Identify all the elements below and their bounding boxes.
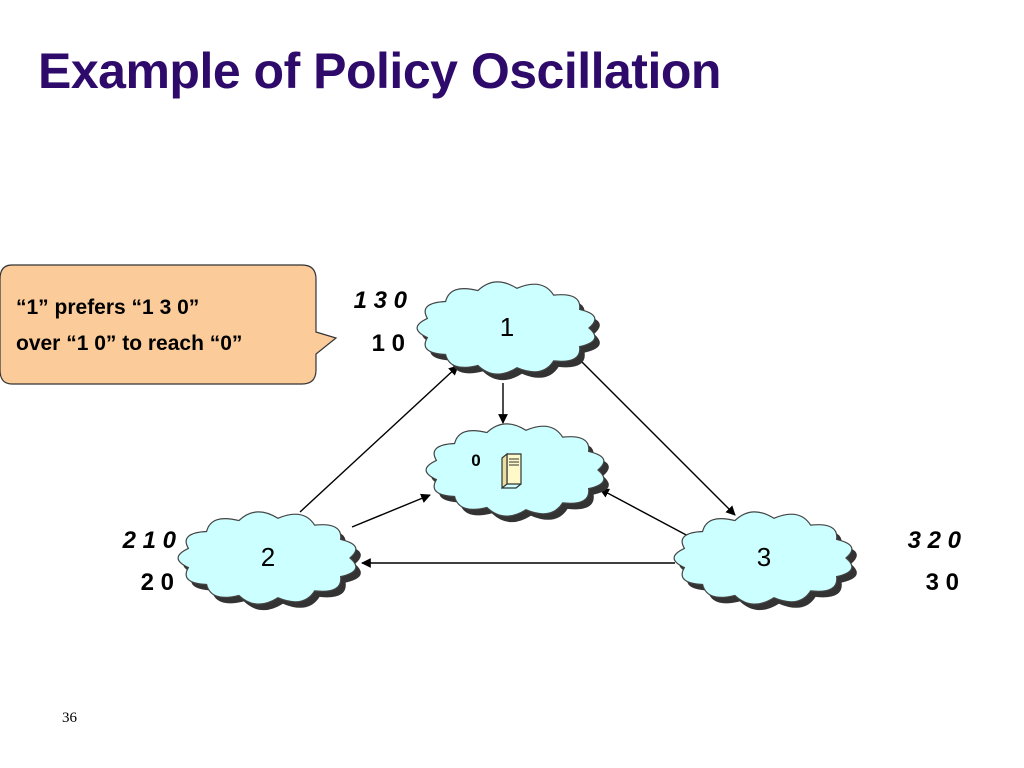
link-1-to-3 [579,359,736,516]
node-1-label: 1 [500,312,514,342]
node-1-preferred-path: 1 3 0 [354,287,408,314]
link-2-to-1 [299,365,459,513]
cloud-node-3: 3 [673,511,857,611]
node-2-preferred-path: 2 1 0 [122,527,177,554]
link-3-to-0 [599,488,691,538]
cloud-node-2: 2 [177,511,361,611]
links [299,359,736,568]
node-0-label: 0 [471,451,480,470]
node-3-fallback-path: 3 0 [926,569,959,596]
callout-bubble: “1” prefers “1 3 0” over “1 0” to reach … [0,264,338,385]
node-3-preferred-path: 3 2 0 [908,527,962,554]
link-2-to-0 [351,493,431,528]
callout-line-2: over “1 0” to reach “0” [16,332,242,355]
cloud-node-0: 0 [425,423,609,523]
callout-line-1: “1” prefers “1 3 0” [16,296,199,319]
cloud-node-1: 1 [416,281,600,381]
slide-title: Example of Policy Oscillation [38,43,721,99]
page-number: 36 [62,710,77,726]
server-icon [501,452,522,490]
node-2-fallback-path: 2 0 [141,569,174,596]
node-2-label: 2 [261,542,275,572]
node-3-label: 3 [757,542,771,572]
node-1-fallback-path: 1 0 [372,330,405,357]
